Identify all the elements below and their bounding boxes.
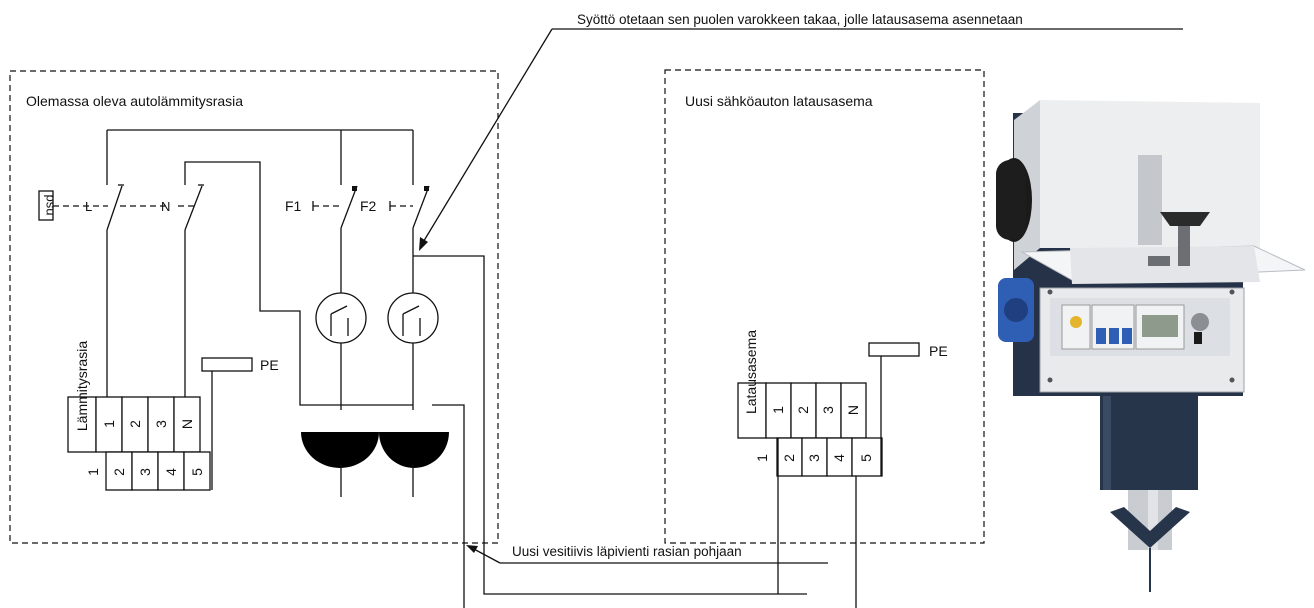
arrowhead-icon bbox=[466, 545, 478, 553]
left-terminal-lower: 3 bbox=[137, 468, 153, 476]
right-terminal-block: Latausasema 1 2 3 N 1 2 3 4 5 bbox=[737, 330, 883, 477]
left-pe-terminal bbox=[201, 357, 253, 372]
right-terminal-label: Latausasema bbox=[743, 330, 759, 414]
right-terminal-lower: 1 bbox=[754, 454, 770, 462]
left-pe-label: PE bbox=[260, 357, 279, 373]
top-annotation: Syöttö otetaan sen puolen varokkeen taka… bbox=[419, 12, 1183, 251]
top-note-text: Syöttö otetaan sen puolen varokkeen taka… bbox=[577, 12, 1023, 27]
arrowhead-icon bbox=[419, 237, 428, 251]
left-terminal-block: Lämmitysrasia 1 2 3 N 1 2 3 4 5 bbox=[67, 341, 211, 491]
right-terminal-lower: 2 bbox=[781, 454, 797, 462]
socket-2-icon bbox=[379, 432, 449, 468]
left-terminal-lower: 5 bbox=[189, 468, 205, 476]
left-dashed-box bbox=[9, 70, 499, 544]
left-terminal-lower: 2 bbox=[111, 468, 127, 476]
bottom-note-text: Uusi vesitiivis läpivienti rasian pohjaa… bbox=[512, 544, 742, 559]
fuse2-label: F2 bbox=[360, 198, 377, 214]
right-terminal-upper: 2 bbox=[795, 406, 811, 414]
left-terminal-upper: N bbox=[179, 419, 195, 429]
right-terminal-lower: 5 bbox=[858, 454, 874, 462]
right-pe-label: PE bbox=[929, 343, 948, 359]
right-terminal-upper: N bbox=[845, 405, 861, 415]
switch-l-label: L bbox=[85, 199, 92, 214]
right-terminal-lower: 4 bbox=[831, 454, 847, 462]
right-pe-terminal bbox=[868, 342, 920, 357]
left-box-title: Olemassa oleva autolämmitysrasia bbox=[26, 93, 243, 109]
left-terminal-lower: 1 bbox=[85, 468, 101, 476]
socket-1-icon bbox=[301, 432, 379, 468]
right-terminal-upper: 1 bbox=[770, 406, 786, 414]
left-terminal-upper: 2 bbox=[127, 420, 143, 428]
left-terminal-lower: 4 bbox=[163, 468, 179, 476]
bottom-annotation: Uusi vesitiivis läpivienti rasian pohjaa… bbox=[466, 544, 828, 564]
psu-label: psu bbox=[44, 195, 59, 216]
left-terminal-upper: 3 bbox=[153, 420, 169, 428]
right-dashed-box bbox=[664, 69, 985, 544]
fuse1-label: F1 bbox=[285, 198, 302, 214]
charging-station-photo bbox=[996, 100, 1306, 592]
right-box-title: Uusi sähköauton latausasema bbox=[685, 93, 873, 109]
left-terminal-upper: 1 bbox=[101, 420, 117, 428]
psu-block: psu bbox=[38, 190, 59, 221]
switch-n-label: N bbox=[161, 199, 170, 214]
left-terminal-label: Lämmitysrasia bbox=[74, 341, 90, 431]
right-terminal-upper: 3 bbox=[820, 406, 836, 414]
right-terminal-lower: 3 bbox=[806, 454, 822, 462]
